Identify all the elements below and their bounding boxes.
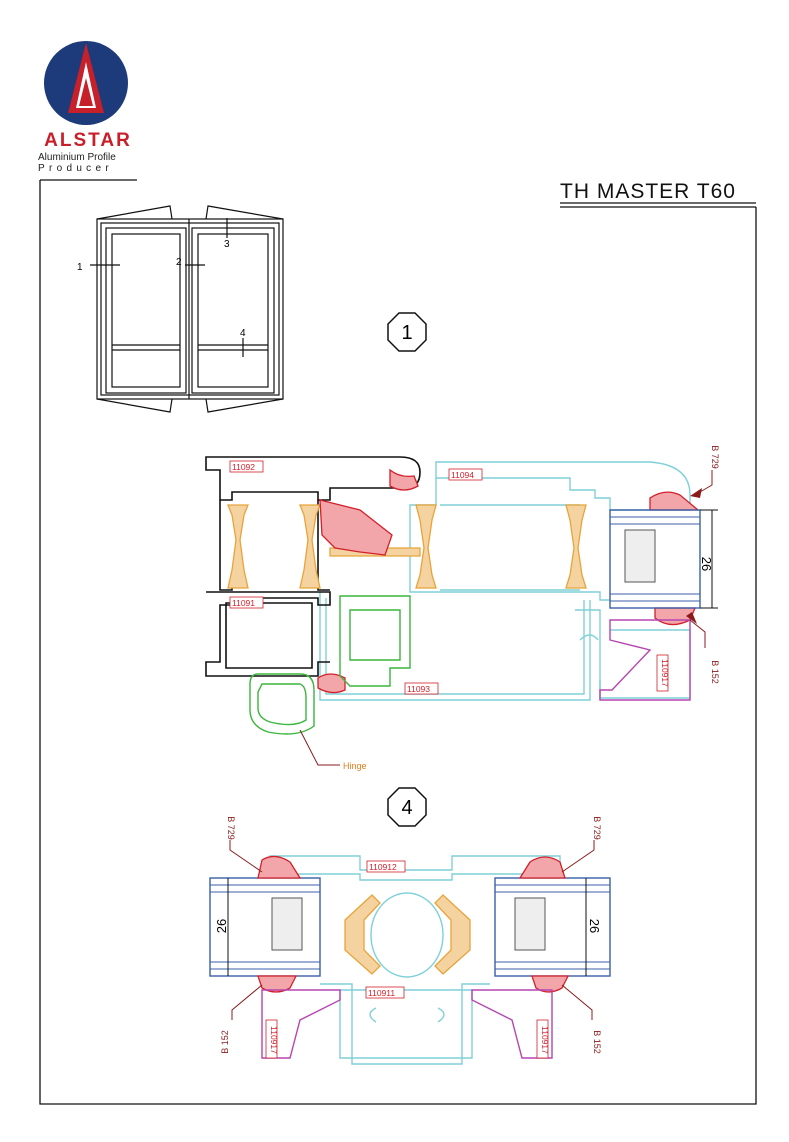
section-4-number: 4: [401, 797, 412, 819]
glass-unit-1: [609, 509, 718, 609]
section-4-marker: 4: [387, 787, 427, 827]
elevation-marker-3: 3: [224, 239, 230, 250]
profile-code-110912: 110912: [369, 862, 397, 872]
section-1-drawing: 26 11092 11094 11091 11093 110: [205, 445, 720, 771]
elevation-marker-2: 2: [176, 257, 182, 268]
brand-block: ALSTAR Aluminium Profile Producer: [38, 38, 148, 174]
glass-thickness-1: 26: [699, 557, 714, 571]
brand-tagline-2: Producer: [38, 163, 113, 174]
brand-name: ALSTAR: [44, 130, 132, 151]
profile-code-11093: 11093: [407, 684, 430, 694]
brand-logo: [44, 41, 128, 125]
elevation-marker-1: 1: [77, 262, 83, 273]
gasket-label-b152-right: B 152: [592, 1030, 602, 1054]
gasket-label-b729-left: B 729: [226, 816, 236, 840]
section-4-drawing: 26 26 11091: [209, 816, 611, 1065]
profile-code-110911: 110911: [368, 988, 395, 998]
window-elevation: [90, 205, 284, 413]
hinge-label: Hinge: [343, 761, 367, 771]
profile-code-11094: 11094: [451, 470, 474, 480]
gasket-label-b152: B 152: [710, 660, 720, 684]
profile-code-110917-left: 110917: [269, 1026, 279, 1054]
profile-code-11092: 11092: [232, 462, 255, 472]
section-1-number: 1: [401, 322, 412, 344]
gasket-label-b729-right: B 729: [592, 816, 602, 840]
elevation-marker-4: 4: [240, 328, 246, 339]
sheet-border: [39, 179, 757, 1105]
profile-code-11091: 11091: [232, 598, 255, 608]
glass-thickness-left: 26: [214, 919, 229, 933]
drawing-title: TH MASTER T60: [560, 180, 736, 203]
profile-code-110917-right: 110917: [540, 1026, 550, 1054]
glass-thickness-right: 26: [587, 919, 602, 933]
hinge: [249, 595, 411, 735]
gasket-label-b152-left: B 152: [220, 1030, 230, 1054]
section-1-marker: 1: [387, 312, 427, 352]
profile-code-110917: 110917: [660, 659, 670, 687]
gasket-label-b729: B 729: [710, 445, 720, 469]
brand-tagline: Aluminium Profile: [38, 152, 116, 163]
